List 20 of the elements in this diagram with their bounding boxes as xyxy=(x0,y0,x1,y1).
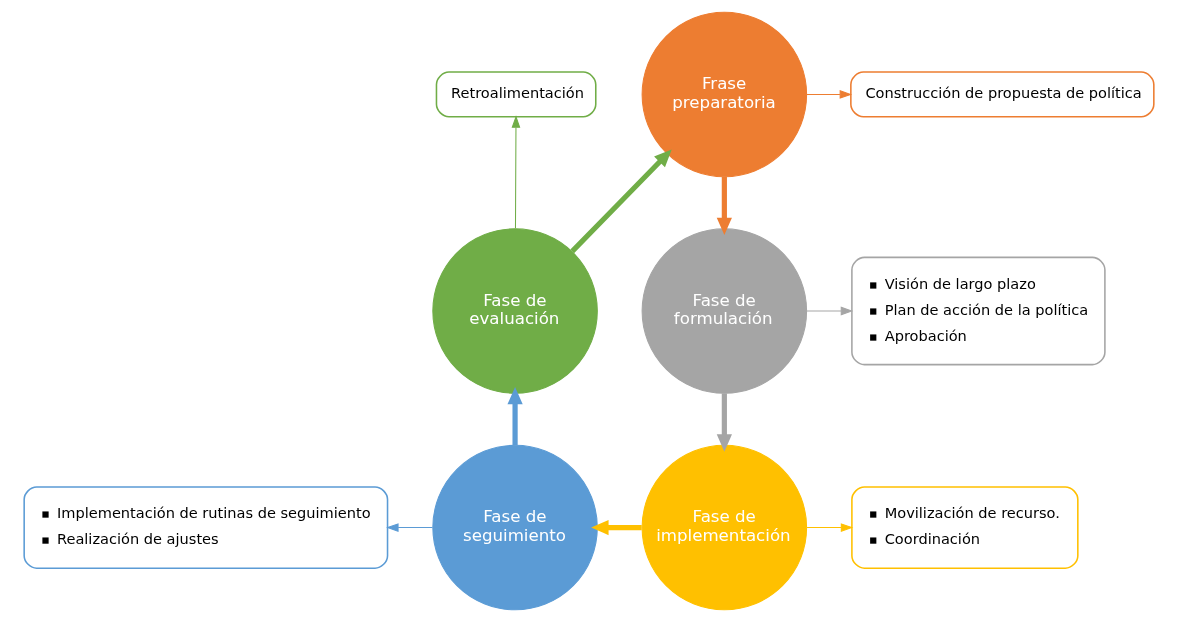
node-box: Implementación de rutinas de seguimiento Realización de ajustes xyxy=(23,486,389,569)
arrow xyxy=(386,523,433,532)
node-circle: Fase de formulación xyxy=(641,228,808,394)
node-circle: Fase de implementación xyxy=(641,444,808,611)
arrow xyxy=(570,149,672,254)
arrow xyxy=(716,176,732,236)
arrow xyxy=(806,90,853,99)
node-box: Visión de largo plazo Plan de acción de la política Aprobación xyxy=(851,256,1106,366)
node-box: Retroalimentación xyxy=(435,71,597,118)
arrow xyxy=(806,306,854,316)
arrow xyxy=(511,115,521,229)
arrow xyxy=(591,519,642,536)
arrow xyxy=(806,523,854,532)
node-box: Construcción de propuesta de política xyxy=(850,71,1155,118)
node-box: Movilización de recurso. Coordinación xyxy=(851,486,1079,569)
arrow xyxy=(716,393,732,452)
node-circle: Fase de evaluación xyxy=(432,228,598,394)
node-circle: Frase preparatoria xyxy=(641,11,808,178)
arrow xyxy=(507,386,523,446)
node-circle: Fase de seguimiento xyxy=(432,444,598,611)
